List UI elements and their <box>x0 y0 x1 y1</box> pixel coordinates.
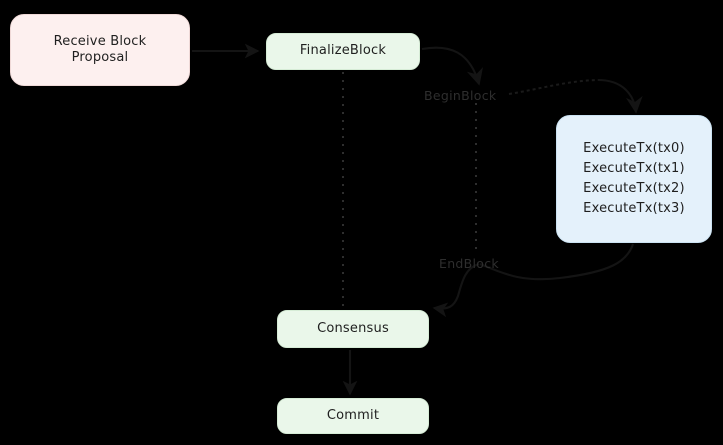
execute-tx-line-2: ExecuteTx(tx2) <box>583 181 685 196</box>
edge-finalize-to-beginblock <box>421 46 483 86</box>
edge-label-begin-block: BeginBlock <box>424 88 497 103</box>
node-receive-block-proposal[interactable]: Receive Block Proposal <box>10 14 190 86</box>
edge-beginblock-to-executetx <box>597 78 643 114</box>
edge-label-end-block: EndBlock <box>439 256 499 271</box>
node-finalize-block[interactable]: FinalizeBlock <box>266 33 420 70</box>
execute-tx-line-0: ExecuteTx(tx0) <box>583 140 685 156</box>
node-execute-tx[interactable]: ExecuteTx(tx0) ExecuteTx(tx1) ExecuteTx(… <box>556 115 712 243</box>
edge-beginblock-to-executetx-dashed <box>508 79 601 95</box>
execute-tx-line-3: ExecuteTx(tx3) <box>583 201 685 217</box>
node-commit[interactable]: Commit <box>277 398 429 434</box>
edge-executetx-to-consensus <box>479 243 634 281</box>
node-consensus[interactable]: Consensus <box>277 310 429 348</box>
execute-tx-line-1: ExecuteTx(tx1) <box>583 160 685 176</box>
